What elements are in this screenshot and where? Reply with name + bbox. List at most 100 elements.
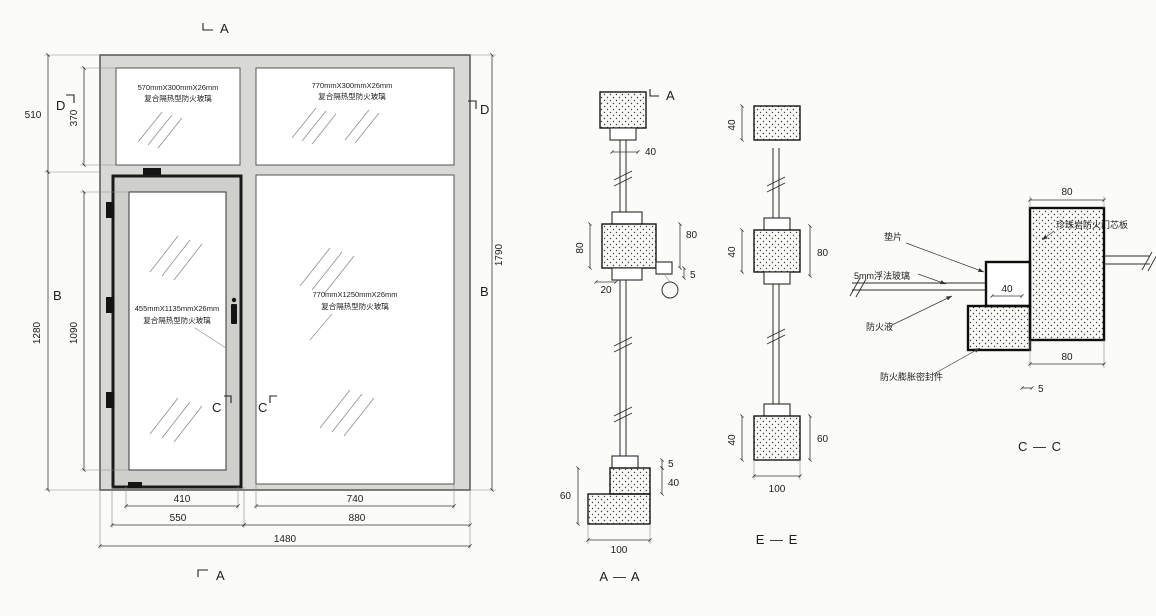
cc-leader-glass	[917, 273, 947, 285]
glass-hatch-marks	[137, 107, 380, 443]
section-a-flag	[649, 89, 659, 97]
ee-top-block	[753, 105, 801, 141]
aa-bottom-block-lower	[587, 493, 651, 525]
aa-latch-body	[655, 261, 673, 275]
section-a-flag-bottom	[197, 569, 208, 577]
section-d-flag-left	[66, 94, 75, 103]
section-a-marker: A	[666, 88, 675, 103]
cc-dim-80-top: 80	[1061, 187, 1073, 198]
door-glass-panel	[128, 191, 227, 471]
dim-410: 410	[174, 494, 191, 505]
aa-mid-profile-top	[611, 211, 643, 225]
section-marker-b-left: B	[53, 288, 62, 303]
glass-label-door-size: 455mmX1135mmX26mm	[135, 304, 219, 313]
ee-dim-40-mid: 40	[727, 246, 738, 258]
right-label-leader	[309, 313, 333, 341]
aa-latch-roller	[661, 281, 679, 299]
aa-dim-100: 100	[611, 545, 628, 556]
cc-dim-40: 40	[1001, 284, 1013, 295]
cc-left-glass	[852, 282, 988, 291]
glass-label-top-right-size: 770mmX300mmX26mm	[312, 81, 393, 90]
cc-door-core-block	[1028, 206, 1106, 342]
door-closer	[128, 168, 161, 488]
ee-bottom-profile	[763, 403, 791, 417]
aa-mid-rail-block	[601, 223, 657, 269]
section-a-a-title: A — A	[599, 569, 640, 584]
ee-dim-40-top: 40	[727, 119, 738, 131]
cc-right-glass	[1104, 255, 1150, 265]
aa-break-lower	[613, 336, 633, 423]
aa-bottom-profile	[611, 455, 639, 469]
section-marker-a-top: A	[220, 21, 229, 36]
cc-step-profile	[984, 260, 1032, 308]
glass-label-right-size: 770mmX1250mmX26mm	[312, 290, 397, 299]
aa-top-anchor-block	[599, 91, 647, 129]
aa-dim-40-top: 40	[645, 147, 657, 158]
section-e-e: 40 40 80 40 60 100 E — E	[727, 104, 829, 547]
ee-break-lower	[766, 328, 786, 345]
cc-label-glass: 5mm浮法玻璃	[854, 270, 910, 281]
dim-880: 880	[349, 513, 366, 524]
dim-1090: 1090	[69, 321, 80, 344]
aa-dim-60: 60	[560, 491, 572, 502]
section-a-a: A 40 80 80 20 5 60 5 40 100	[560, 88, 698, 584]
glass-label-top-right-type: 复合隔热型防火玻璃	[318, 91, 386, 101]
ee-dim-100: 100	[769, 484, 786, 495]
ee-dim-60-bottom: 60	[817, 434, 829, 445]
door-handle	[231, 297, 237, 324]
elevation-left-dimensions: 510 1280 370 1090 D B	[25, 53, 129, 492]
cc-leader-liquid	[891, 295, 953, 326]
aa-bottom-block-upper	[609, 467, 651, 495]
elevation-view: 570mmX300mmX26mm 复合隔热型防火玻璃 770mmX300mmX2…	[25, 21, 505, 583]
aa-dim-5-bottom: 5	[668, 459, 674, 470]
aa-break-upper	[613, 170, 633, 187]
section-c-c-title: C — C	[1018, 439, 1062, 454]
dim-1280: 1280	[32, 321, 43, 344]
aa-dim-5-mid: 5	[690, 270, 696, 281]
cc-dim-80-bottom: 80	[1061, 352, 1073, 363]
glass-label-top-left-size: 570mmX300mmX26mm	[138, 83, 219, 92]
ee-dim-80-mid: 80	[817, 248, 829, 259]
dim-510: 510	[25, 110, 42, 121]
cc-label-seal: 防火膨胀密封件	[880, 371, 943, 382]
ee-mid-profile-top	[763, 217, 791, 231]
elevation-bottom-dimensions: 410 740 550 880 1480	[98, 484, 472, 549]
door-hinges	[106, 202, 114, 408]
aa-mid-profile-bottom	[611, 267, 643, 281]
cc-left-break	[849, 277, 867, 298]
section-c-flag-left	[224, 395, 232, 403]
section-d-flag-right	[468, 100, 477, 109]
section-c-flag-right	[269, 395, 277, 403]
glass-label-right-type: 复合隔热型防火玻璃	[321, 301, 389, 311]
aa-dim-40-bottom: 40	[668, 478, 680, 489]
ee-glass-lower	[772, 284, 780, 416]
section-c-c: 40 80 80 5 珍珠岩防火门芯板 垫片 5mm浮法玻璃 防火液 防火膨胀密…	[849, 187, 1156, 454]
ee-bottom-block	[753, 415, 801, 461]
cc-right-break	[1141, 251, 1156, 272]
ee-mid-profile-bottom	[763, 271, 791, 285]
section-marker-c-right: C	[258, 400, 267, 415]
aa-glass-lower	[619, 280, 627, 468]
cc-label-shim: 垫片	[884, 231, 902, 242]
section-a-flag-top	[202, 23, 213, 31]
door-label-leader	[194, 327, 227, 349]
aa-dim-80-left: 80	[575, 242, 586, 254]
section-marker-b-right: B	[480, 284, 489, 299]
dim-740: 740	[347, 494, 364, 505]
section-marker-d-right: D	[480, 102, 489, 117]
section-marker-a-bottom: A	[216, 568, 225, 583]
elevation-section-markers: A A C C	[197, 21, 277, 583]
section-marker-c-left: C	[212, 400, 221, 415]
cc-leader-seal	[931, 347, 981, 376]
dim-1480: 1480	[274, 534, 297, 545]
section-e-e-title: E — E	[756, 532, 799, 547]
cc-leader-core	[1041, 230, 1055, 241]
cc-leader-shim	[905, 242, 985, 273]
cc-lower-core-block	[966, 304, 1032, 352]
dim-370: 370	[69, 109, 80, 126]
cc-label-liquid: 防火液	[866, 321, 893, 332]
ee-break-upper	[766, 176, 786, 193]
glass-label-door-type: 复合隔热型防火玻璃	[143, 315, 211, 325]
